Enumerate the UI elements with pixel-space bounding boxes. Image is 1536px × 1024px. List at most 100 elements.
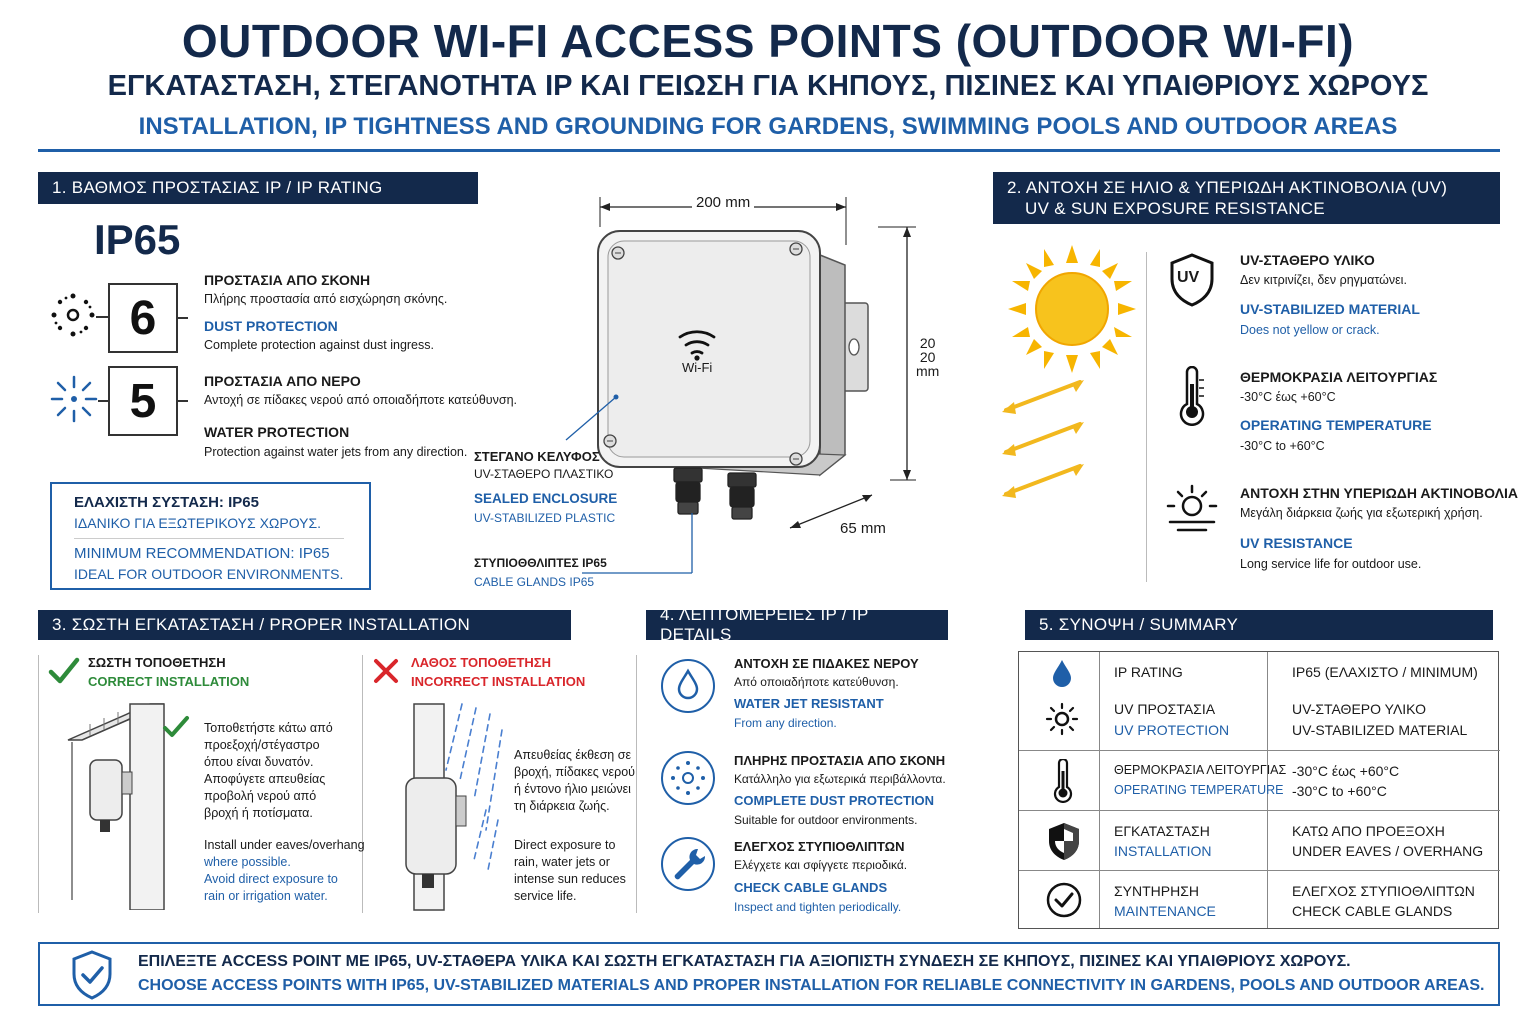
ip-dust-title-en: COMPLETE DUST PROTECTION	[734, 793, 935, 808]
dust-protection-icon	[661, 751, 715, 805]
rec-text-gr: ΙΔΑΝΙΚΟ ΓΙΑ ΕΞΩΤΕΡΙΚΟΥΣ ΧΩΡΟΥΣ.	[74, 515, 322, 531]
section1-heading: 1. ΒΑΘΜΟΣ ΠΡΟΣΤΑΣΙΑΣ IP / IP RATING	[38, 172, 478, 204]
water-title-gr: ΠΡΟΣΤΑΣΙΑ ΑΠΟ ΝΕΡΟ	[204, 373, 361, 389]
header-divider	[38, 149, 1500, 152]
water-pointer	[178, 400, 188, 402]
summary-col-divider-1	[1099, 652, 1100, 928]
shield-icon	[1049, 823, 1079, 860]
summary-value-temp-gr: -30°C έως +60°C	[1292, 763, 1400, 779]
summary-label-ip: IP RATING	[1114, 664, 1183, 680]
ip-glands-title-en: CHECK CABLE GLANDS	[734, 880, 888, 895]
rec-divider	[74, 538, 344, 539]
ip-glands-title-gr: ΕΛΕΓΧΟΣ ΣΤΥΠΙΟΘΛΙΠΤΩΝ	[734, 839, 905, 854]
sun-small-icon	[1045, 702, 1079, 736]
summary-value-temp-en: -30°C to +60°C	[1292, 783, 1387, 799]
ip-jet-title-en: WATER JET RESISTANT	[734, 696, 884, 711]
temp-text-en: -30°C to +60°C	[1240, 439, 1325, 453]
footer-text-gr: ΕΠΙΛΕΞΤΕ ACCESS POINT ΜΕ IP65, UV-ΣΤΑΘΕΡ…	[138, 953, 1351, 970]
uv-resistance-title-en: UV RESISTANCE	[1240, 535, 1353, 551]
dust-digit: 6	[108, 283, 178, 353]
wrong-title-gr: ΛΑΘΟΣ ΤΟΠΟΘΕΤΗΣΗ	[411, 655, 551, 670]
section3-heading: 3. ΣΩΣΤΗ ΕΓΚΑΤΑΣΤΑΣΗ / PROPER INSTALLATI…	[38, 610, 571, 640]
cross-icon	[374, 659, 398, 683]
section2-heading-en: UV & SUN EXPOSURE RESISTANCE	[1025, 199, 1325, 218]
page-subtitle-greek: ΕΓΚΑΤΑΣΤΑΣΗ, ΣΤΕΓΑΝΟΤΗΤΑ IP ΚΑΙ ΓΕΙΩΣΗ Γ…	[107, 70, 1429, 102]
footer-banner: ΕΠΙΛΕΞΤΕ ACCESS POINT ΜΕ IP65, UV-ΣΤΑΘΕΡ…	[38, 942, 1500, 1006]
ip-glands-text-en: Inspect and tighten periodically.	[734, 900, 902, 914]
summary-label-install-en: INSTALLATION	[1114, 843, 1212, 859]
summary-value-uv-en: UV-STABILIZED MATERIAL	[1292, 722, 1468, 738]
glands-title-en: CABLE GLANDS IP65	[474, 575, 595, 589]
ip-dust-text-gr: Κατάλληλο για εξωτερικά περιβάλλοντα.	[734, 772, 946, 786]
summary-label-maint-gr: ΣΥΝΤΗΡΗΣΗ	[1114, 883, 1199, 899]
section2-divider	[1146, 252, 1147, 582]
wrong-text-en: Direct exposure to rain, water jets or i…	[514, 838, 626, 903]
uv-shield-icon	[1170, 253, 1214, 307]
enclosure-text-en: UV-STABILIZED PLASTIC	[474, 511, 616, 525]
summary-label-uv-gr: UV ΠΡΟΣΤΑΣΙΑ	[1114, 701, 1216, 717]
enclosure-title-gr: ΣΤΕΓΑΝΟ ΚΕΛΥΦΟΣ	[474, 449, 600, 464]
access-point-illustration	[565, 197, 916, 574]
correct-title-en: CORRECT INSTALLATION	[88, 674, 250, 689]
section5-heading: 5. ΣΥΝΟΨΗ / SUMMARY	[1025, 610, 1493, 640]
ip-jet-text-en: From any direction.	[734, 716, 837, 730]
temp-title-gr: ΘΕΡΜΟΚΡΑΣΙΑ ΛΕΙΤΟΥΡΓΙΑΣ	[1240, 369, 1438, 385]
section4-heading: 4. ΛΕΠΤΟΜΕΡΕΙΕΣ IP / IP DETAILS	[646, 605, 948, 644]
depth-dimension-label: 65 mm	[840, 520, 886, 537]
thermometer-small-icon	[1053, 759, 1073, 803]
small-check-icon	[163, 716, 189, 737]
temp-title-en: OPERATING TEMPERATURE	[1240, 417, 1432, 433]
sun-icon	[1008, 245, 1136, 373]
summary-value-uv-gr: UV-ΣΤΑΘΕΡΟ ΥΛΙΚΟ	[1292, 701, 1426, 717]
check-icon	[48, 657, 80, 684]
ip-rating-label: IP65	[94, 216, 181, 263]
incorrect-installation-illustration	[405, 703, 503, 911]
ip-jet-title-gr: ΑΝΤΟΧΗ ΣΕ ΠΙΔΑΚΕΣ ΝΕΡΟΥ	[734, 656, 919, 671]
ip-dust-text-en: Suitable for outdoor environments.	[734, 813, 918, 827]
summary-row-install: ΕΓΚΑΤΑΣΤΑΣΗ INSTALLATION ΚΑΤΩ ΑΠΟ ΠΡΟΕΞΟ…	[1019, 810, 1500, 860]
summary-value-ip: IP65 (ΕΛΑΧΙΣΤΟ / MINIMUM)	[1292, 664, 1478, 680]
uv-badge-text: UV	[1177, 269, 1200, 286]
summary-value-install-en: UNDER EAVES / OVERHANG	[1292, 843, 1484, 859]
summary-label-install-gr: ΕΓΚΑΤΑΣΤΑΣΗ	[1114, 823, 1210, 839]
summary-value-install-gr: ΚΑΤΩ ΑΠΟ ΠΡΟΕΞΟΧΗ	[1292, 823, 1445, 839]
section2-heading: 2. ΑΝΤΟΧΗ ΣΕ ΗΛΙΟ & ΥΠΕΡΙΩΔΗ ΑΚΤΙΝΟΒΟΛΙΑ…	[993, 172, 1500, 224]
ip-jet-text-gr: Από οποιαδήποτε κατεύθυνση.	[734, 675, 899, 689]
temp-text-gr: -30°C έως +60°C	[1240, 390, 1336, 404]
uv-radiation-icon	[1166, 484, 1218, 532]
summary-row-temp: ΘΕΡΜΟΚΡΑΣΙΑ ΛΕΙΤΟΥΡΓΙΑΣ OPERATING TEMPER…	[1019, 750, 1500, 803]
water-text-gr: Αντοχή σε πίδακες νερού από οποιαδήποτε …	[204, 393, 518, 407]
summary-label-temp-en: OPERATING TEMPERATURE	[1114, 783, 1284, 797]
uv-resistance-text-gr: Μεγάλη διάρκεια ζωής για εξωτερική χρήση…	[1240, 506, 1483, 520]
summary-table: IP RATING IP65 (ΕΛΑΧΙΣΤΟ / MINIMUM) UV Π…	[1018, 651, 1500, 929]
uv-resistance-title-gr: ΑΝΤΟΧΗ ΣΤΗΝ ΥΠΕΡΙΩΔΗ ΑΚΤΙΝΟΒΟΛΙΑ	[1240, 485, 1518, 501]
rec-title-en: MINIMUM RECOMMENDATION: IP65	[74, 545, 330, 562]
height-dimension-label: 20 20 mm	[916, 335, 940, 379]
enclosure-text-gr: UV-ΣΤΑΘΕΡΟ ΠΛΑΣΤΙΚΟ	[474, 467, 614, 481]
enclosure-title-en: SEALED ENCLOSURE	[474, 491, 618, 506]
thermometer-icon	[1179, 366, 1205, 426]
dust-pointer	[178, 317, 188, 319]
page-title: OUTDOOR WI-FI ACCESS POINTS (OUTDOOR WI-…	[181, 15, 1355, 67]
dust-connector	[96, 316, 108, 318]
wrench-icon	[661, 837, 715, 891]
water-splash-icon	[50, 375, 98, 423]
summary-col-divider-2	[1267, 652, 1268, 928]
page-subtitle-english: INSTALLATION, IP TIGHTNESS AND GROUNDING…	[138, 113, 1398, 140]
ip-glands-text-gr: Ελέγχετε και σφίγγετε περιοδικά.	[734, 858, 908, 872]
uv-resistance-text-en: Long service life for outdoor use.	[1240, 557, 1422, 571]
correct-title-gr: ΣΩΣΤΗ ΤΟΠΟΘΕΤΗΣΗ	[88, 655, 226, 670]
summary-row-maintenance: ΣΥΝΤΗΡΗΣΗ MAINTENANCE ΕΛΕΓΧΟΣ ΣΤΥΠΙΟΘΛΙΠ…	[1019, 870, 1500, 919]
glands-title-gr: ΣΤΥΠΙΟΘΘΛΙΠΤΕΣ IP65	[474, 556, 607, 570]
footer-text-en: CHOOSE ACCESS POINTS WITH IP65, UV-STABI…	[138, 977, 1485, 994]
uv-material-text-en: Does not yellow or crack.	[1240, 323, 1380, 337]
section3-divider	[362, 655, 363, 913]
summary-value-maint-en: CHECK CABLE GLANDS	[1292, 903, 1453, 919]
drop-icon	[1053, 660, 1071, 687]
rec-text-en: IDEAL FOR OUTDOOR ENVIRONMENTS.	[74, 566, 344, 582]
water-title-en: WATER PROTECTION	[204, 424, 350, 440]
dust-text-en: Complete protection against dust ingress…	[204, 338, 434, 352]
correct-installation-illustration	[67, 703, 165, 910]
water-text-en: Protection against water jets from any d…	[204, 445, 468, 459]
sun-rays-icon	[1002, 380, 1084, 498]
